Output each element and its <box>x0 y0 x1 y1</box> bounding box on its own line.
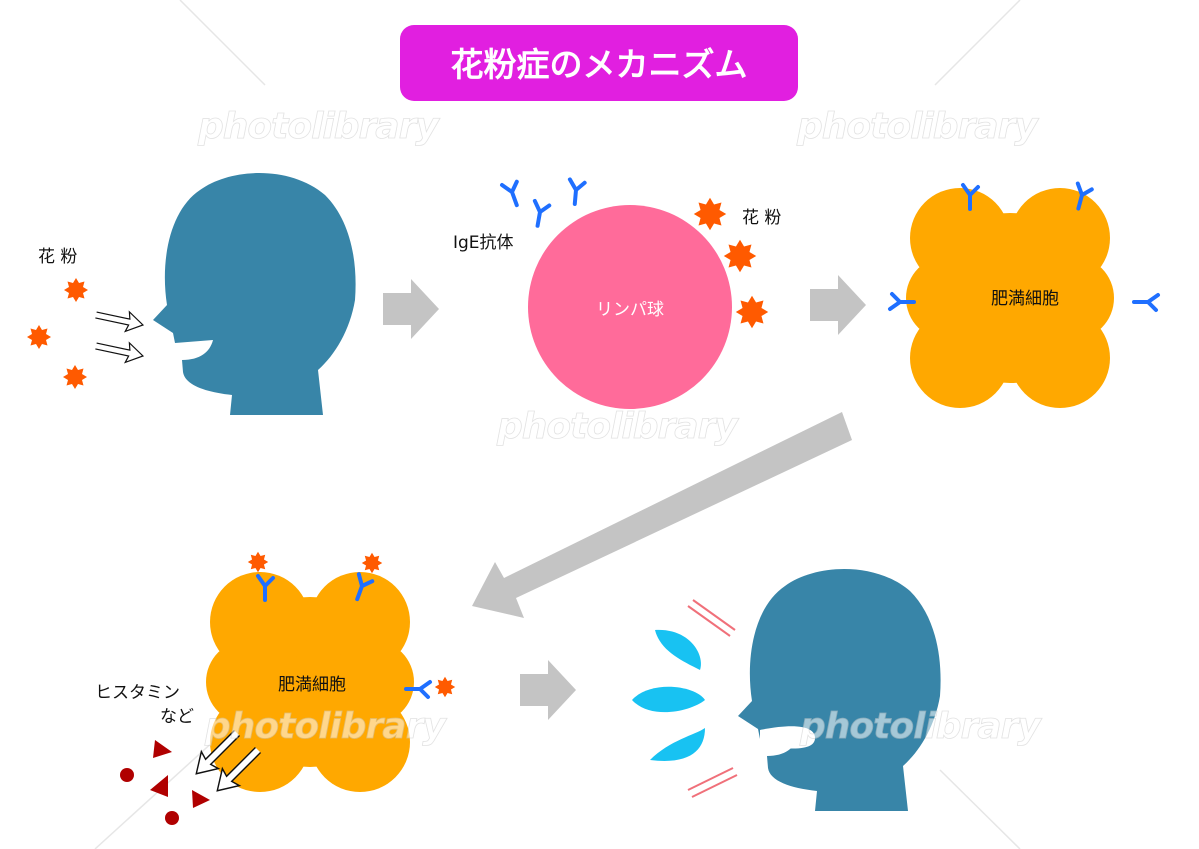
ige-antibody-label: IgE抗体 <box>453 233 514 253</box>
open-mouth <box>760 726 815 749</box>
inhale-arrow-icon <box>93 335 146 367</box>
ige-antibody-icon <box>565 177 587 207</box>
flow-arrow-icon <box>383 279 439 339</box>
lymphocyte <box>528 205 732 409</box>
watermark-text: photolibrary <box>496 406 739 447</box>
ige-antibody-icon <box>500 177 527 210</box>
pollen-icon <box>434 676 456 698</box>
histamine-etc-label: など <box>160 707 194 727</box>
ige-antibody-icon <box>528 198 552 230</box>
pollen-icon <box>735 295 769 329</box>
lymphocyte-label: リンパ球 <box>596 300 664 320</box>
watermark-text: photolibrary <box>204 706 447 747</box>
pollen-label-right: 花 粉 <box>742 208 781 228</box>
mast-cell-label-top: 肥満細胞 <box>991 289 1059 309</box>
histamine-label: ヒスタミン <box>95 683 180 703</box>
head-silhouette-inhaling <box>153 172 356 415</box>
pollen-icon <box>27 325 51 349</box>
inhale-arrow-icon <box>93 304 146 336</box>
sneeze-drops-icon <box>632 629 705 761</box>
head-silhouette-sneezing <box>738 568 941 811</box>
mast-cell-label-bottom: 肥満細胞 <box>278 675 346 695</box>
pollen-icon <box>64 278 88 302</box>
pollen-label-left: 花 粉 <box>38 247 77 267</box>
watermark-text: photolibrary <box>197 106 440 147</box>
pollen-icon <box>247 551 269 573</box>
page-title: 花粉症のメカニズム <box>451 45 748 84</box>
ige-antibody-icon <box>1132 293 1160 312</box>
watermark-text: photolibrary <box>796 106 1039 147</box>
title-banner: 花粉症のメカニズム <box>400 25 798 101</box>
flow-arrow-icon <box>810 275 866 335</box>
pollen-icon <box>693 197 727 231</box>
flow-arrow-icon <box>520 660 576 720</box>
histamine-particles <box>120 740 210 825</box>
pollen-icon <box>723 239 757 273</box>
watermark-lines <box>94 0 1021 849</box>
watermark-text: photolibrary <box>799 706 1042 747</box>
sneeze-motion-lines <box>687 599 738 798</box>
pollen-icon <box>63 365 87 389</box>
pollen-icon <box>361 552 383 574</box>
flow-arrow-diagonal-icon <box>472 412 852 618</box>
watermarks: photolibrary photolibrary photolibrary p… <box>197 106 1044 748</box>
